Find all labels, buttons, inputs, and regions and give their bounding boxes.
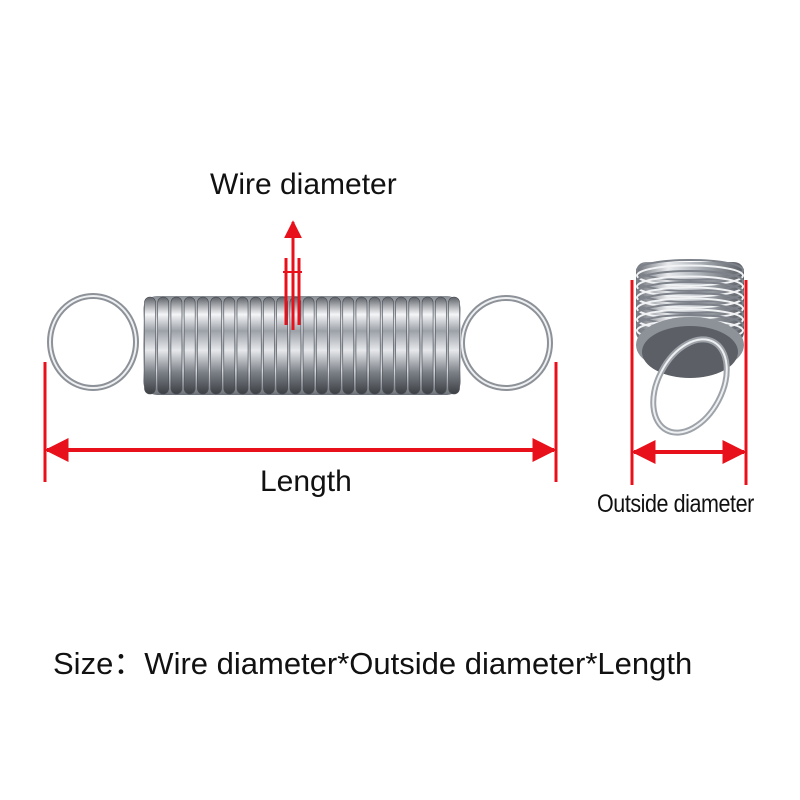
length-label: Length: [260, 465, 352, 498]
wire-diameter-label: Wire diameter: [210, 168, 397, 201]
outside-diameter-dimension: [630, 280, 748, 485]
size-formula-text: Size：Wire diameter*Outside diameter*Leng…: [53, 646, 693, 681]
length-dimension: [43, 362, 558, 482]
wire-diameter-dimension: [283, 220, 302, 330]
spring-end-view: [636, 259, 744, 436]
outside-diameter-label: Outside diameter: [597, 490, 754, 518]
spring-coil-body: [143, 296, 461, 395]
